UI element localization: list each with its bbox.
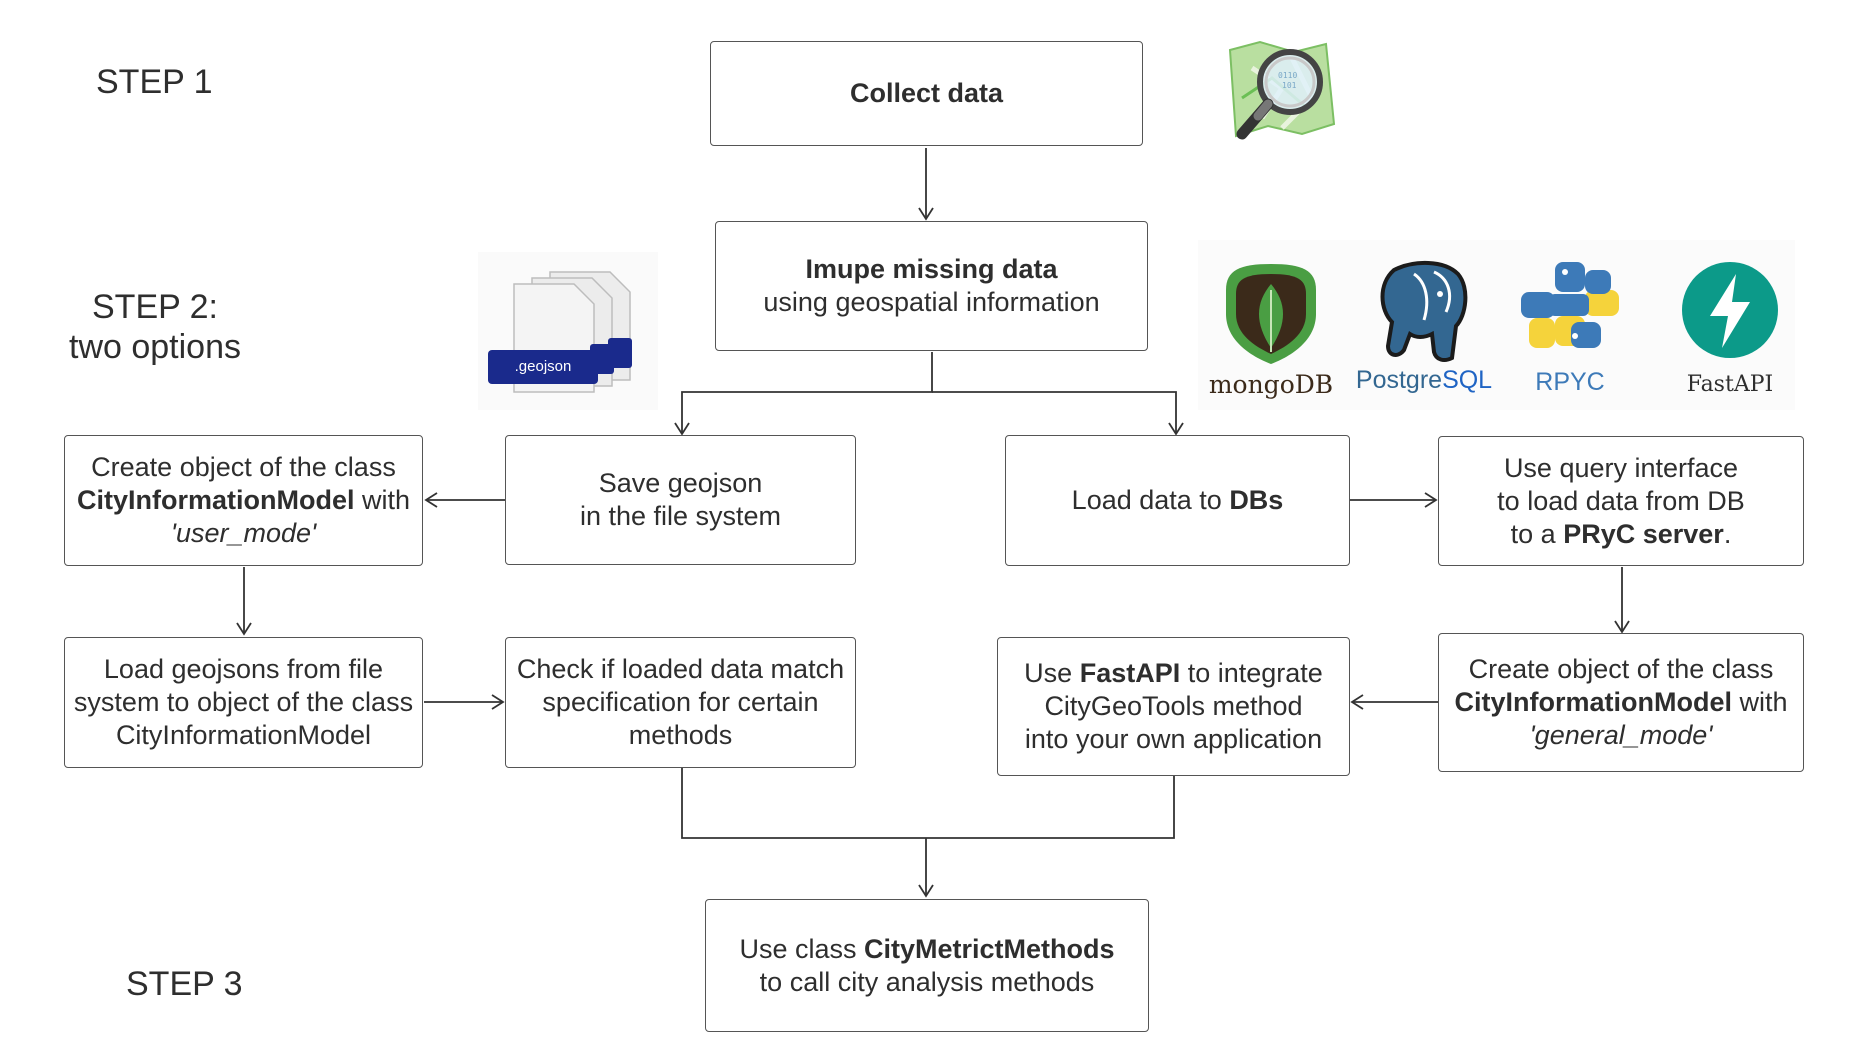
fastapi-bold: FastAPI	[1079, 658, 1181, 688]
create-general-line-1: Create object of the class	[1468, 654, 1774, 684]
metrics-line-2: to call city analysis methods	[759, 966, 1095, 997]
collect-data-label: Collect data	[849, 78, 1004, 108]
check-line-2: specification for certain	[542, 687, 819, 717]
check-data-box: Check if loaded data match specification…	[505, 637, 856, 768]
postgresql-elephant-icon	[1380, 260, 1468, 362]
save-geojson-box: Save geojson in the file system	[505, 435, 856, 565]
query-interface-box: Use query interface to load data from DB…	[1438, 436, 1804, 566]
arrow-merge-to-metrics	[681, 768, 1175, 896]
geojson-badge: .geojson	[488, 350, 598, 384]
step-2-title: STEP 2:	[92, 288, 218, 326]
step-2-label: STEP 2: two options	[60, 287, 250, 367]
create-general-mode: 'general_mode'	[1529, 720, 1713, 750]
map-search-icon: 0110 101	[1228, 40, 1336, 140]
step-1-label: STEP 1	[96, 63, 213, 101]
create-user-class: CityInformationModel	[76, 485, 355, 515]
postgresql-label-b: SQL	[1442, 366, 1493, 394]
create-user-mode-box: Create object of the class CityInformati…	[64, 435, 423, 566]
query-line-3c: .	[1723, 518, 1732, 549]
create-user-mode: 'user_mode'	[170, 518, 317, 548]
mongodb-leaf-icon	[1226, 264, 1316, 364]
check-line-1: Check if loaded data match	[516, 654, 845, 684]
mongodb-label: mongoDB	[1208, 370, 1334, 399]
fastapi-line-2: CityGeoTools method	[1044, 691, 1303, 721]
metrics-line-a: Use class	[739, 933, 865, 964]
save-line-1: Save geojson	[598, 468, 763, 498]
city-metric-methods-box: Use class CityMetrictMethods to call cit…	[705, 899, 1149, 1032]
fastapi-label: FastAPI	[1686, 372, 1774, 397]
create-general-with: with	[1731, 687, 1788, 717]
fastapi-line-a: Use	[1024, 658, 1080, 688]
create-user-with: with	[354, 485, 411, 515]
load-dbs-box: Load data to DBs	[1005, 435, 1350, 566]
impute-title: Imupe missing data	[805, 254, 1058, 284]
impute-box: Imupe missing data using geospatial info…	[715, 221, 1148, 351]
load-geojsons-line-3: CityInformationModel	[115, 720, 372, 750]
metrics-class: CityMetrictMethods	[864, 933, 1115, 964]
query-line-1: Use query interface	[1503, 452, 1739, 483]
load-dbs-bold: DBs	[1229, 485, 1284, 515]
postgresql-label-a: Postgre	[1355, 366, 1443, 394]
query-line-2: to load data from DB	[1497, 485, 1745, 516]
check-line-3: methods	[628, 720, 733, 750]
step-2-subtitle: two options	[69, 328, 241, 366]
fastapi-integration-box: Use FastAPI to integrate CityGeoTools me…	[997, 637, 1350, 776]
rpyc-label: RPYC	[1535, 368, 1605, 396]
arrow-impute-to-db	[932, 391, 1184, 436]
load-geojsons-box: Load geojsons from file system to object…	[64, 637, 423, 768]
load-geojsons-line-1: Load geojsons from file	[103, 654, 384, 684]
create-general-mode-box: Create object of the class CityInformati…	[1438, 633, 1804, 772]
collect-data-box: Collect data	[710, 41, 1143, 146]
arrow-impute-to-save	[674, 352, 933, 436]
rpyc-python-icon	[1521, 262, 1619, 348]
svg-text:0110: 0110	[1278, 71, 1297, 80]
svg-text:101: 101	[1282, 81, 1297, 90]
fastapi-logo-icon	[1682, 262, 1778, 358]
postgresql-label: PostgreSQL	[1354, 366, 1494, 395]
load-geojsons-line-2: system to object of the class	[73, 687, 414, 717]
fastapi-line-c: to integrate	[1180, 658, 1323, 688]
create-general-class: CityInformationModel	[1454, 687, 1732, 717]
impute-subtitle: using geospatial information	[763, 287, 1100, 317]
save-line-2: in the file system	[579, 501, 782, 531]
fastapi-line-3: into your own application	[1024, 724, 1323, 754]
load-dbs-text: Load data to	[1071, 485, 1230, 515]
query-server: PRyC server	[1563, 518, 1724, 549]
geojson-files-icon: .geojson	[478, 252, 658, 410]
create-user-line-1: Create object of the class	[91, 452, 396, 482]
step-3-label: STEP 3	[126, 965, 243, 1003]
query-line-3a: to a	[1510, 518, 1564, 549]
